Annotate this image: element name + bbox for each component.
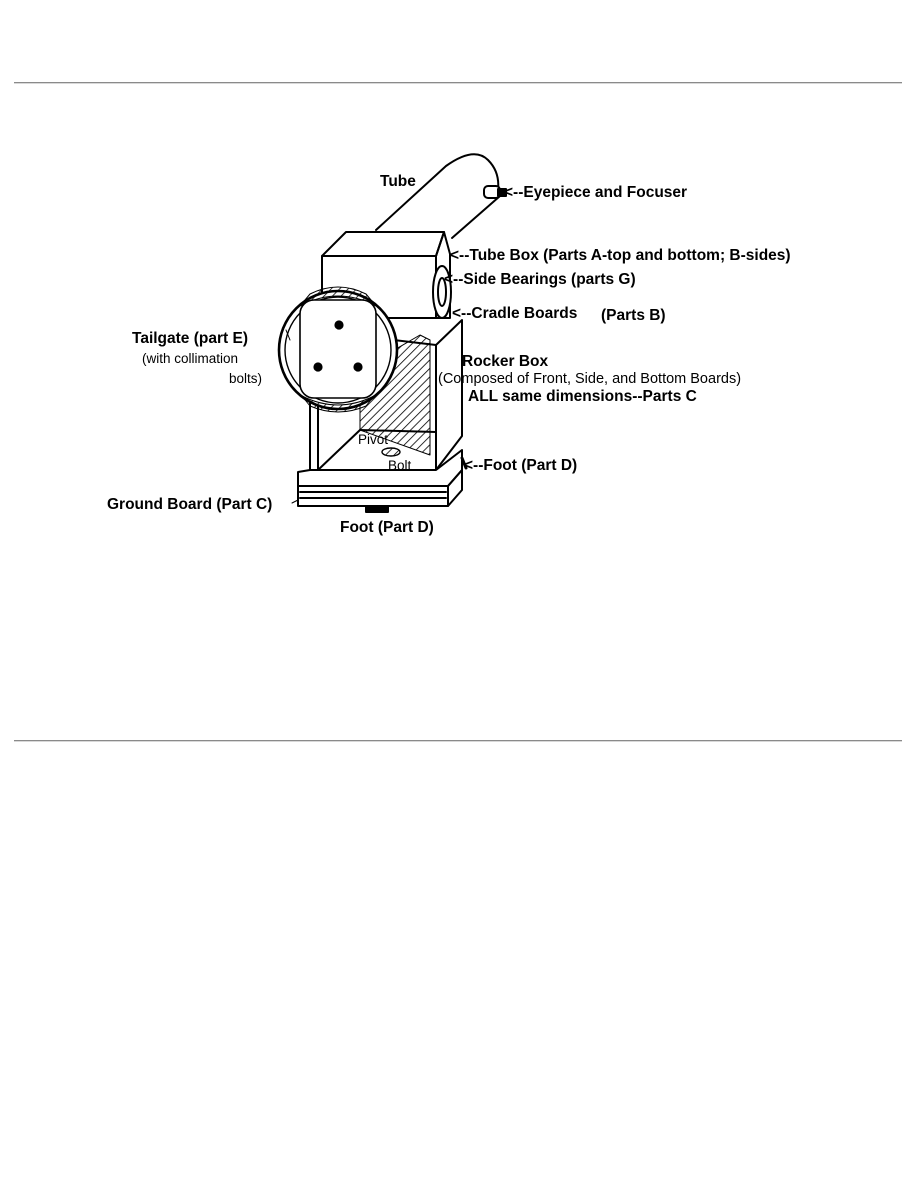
rocker-composed-label: (Composed of Front, Side, and Bottom Boa…	[438, 371, 741, 387]
foot-right-label: <--Foot (Part D)	[464, 457, 577, 474]
cradle-parts-label: (Parts B)	[601, 307, 666, 324]
ground-board-label: Ground Board (Part C)	[107, 496, 272, 513]
rocker-side-board	[435, 319, 463, 471]
tube-label: Tube	[380, 173, 416, 190]
telescope-drawing	[277, 153, 507, 513]
rocker-floor-line	[317, 429, 361, 471]
eyepiece-label: <--Eyepiece and Focuser	[504, 184, 687, 201]
collimation-bolt-top	[334, 320, 344, 330]
tube-outline	[375, 153, 500, 231]
collimation-bolt-right	[353, 362, 363, 372]
tailgate-inner-ring	[284, 296, 392, 404]
foot-bottom-label: Foot (Part D)	[340, 519, 434, 536]
foot-right	[460, 456, 468, 470]
tailgate-hatch-top	[299, 286, 377, 307]
collimation-bolt-left	[313, 362, 323, 372]
pivot-label: Pivot	[358, 432, 388, 447]
bottom-horizontal-rule	[14, 740, 902, 742]
top-horizontal-rule	[14, 82, 902, 84]
ground-board-front	[297, 485, 449, 507]
tailgate-note-line-1: (with collimation	[142, 351, 238, 366]
tailgate-label: Tailgate (part E)	[132, 330, 248, 347]
tailgate-hatch-bottom	[301, 395, 375, 413]
eyepiece-tip	[497, 188, 507, 197]
bolt-label: Bolt	[388, 458, 412, 473]
tube-box-label: <--Tube Box (Parts A-top and bottom; B-s…	[450, 247, 791, 264]
cradle-boards-label: <--Cradle Boards	[452, 305, 577, 322]
tailgate-note-line-2: bolts)	[229, 371, 262, 386]
foot-bottom	[365, 505, 389, 513]
rocker-same-dimensions-label: ALL same dimensions--Parts C	[468, 388, 697, 405]
side-bearings-label: <--Side Bearings (parts G)	[444, 271, 636, 288]
tube-box-side	[435, 231, 451, 319]
tube-lower-edge	[451, 195, 501, 239]
side-bearing-inner	[437, 277, 447, 307]
rocker-box-label: Rocker Box	[462, 353, 549, 370]
ground-leader	[291, 499, 299, 504]
rocker-floor-line-2	[359, 429, 437, 433]
pivot-bolt	[381, 447, 401, 457]
tube-box-top	[321, 231, 445, 257]
side-bearing	[432, 265, 452, 319]
ground-board-side	[447, 469, 463, 507]
tailgate-plate	[299, 299, 377, 399]
tailgate-leader	[285, 329, 291, 341]
